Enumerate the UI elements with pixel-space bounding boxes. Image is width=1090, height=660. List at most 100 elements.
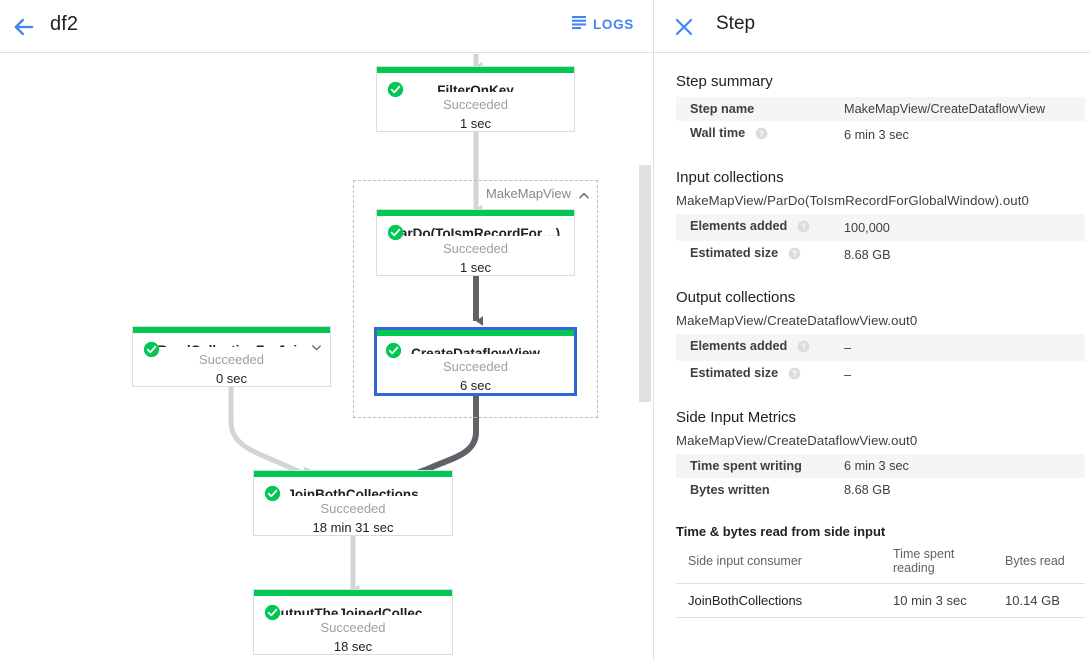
node-status: Succeeded [442,241,509,256]
side-input-read-title: Time & bytes read from side input [676,524,886,539]
node-time: 1 sec [459,116,492,131]
table-header-row: Side input consumer Time spent reading B… [676,543,1085,584]
panel-body: Step summary Step name MakeMapView/Creat… [654,53,1090,659]
node-status-bar [377,330,574,336]
row-value: – [844,340,852,355]
svg-text:?: ? [792,369,797,378]
node-read-collection-for-join[interactable]: ReadCollectionForJoin Succeeded 0 sec [132,326,331,387]
canvas-scrollbar-thumb[interactable] [639,165,651,402]
help-circle-icon[interactable]: ? [788,247,801,263]
row-label: Estimated size ? [676,241,844,268]
chevron-down-icon[interactable] [310,341,323,359]
svg-text:?: ? [759,129,764,138]
table-row: Elements added ? 100,000 [676,214,1085,241]
row-label: Elements added ? [676,214,844,241]
node-status-bar [377,67,574,73]
row-label-text: Step name [690,102,755,116]
node-status-bar [254,471,452,477]
row-value: MakeMapView/CreateDataflowView [844,102,1046,116]
row-value: 100,000 [844,220,890,235]
check-circle-icon [264,485,281,502]
row-value: 8.68 GB [844,247,891,262]
help-circle-icon[interactable]: ? [797,340,810,356]
node-join-both-collections[interactable]: JoinBothCollections Succeeded 18 min 31 … [253,470,453,536]
row-label-text: Estimated size [690,366,779,380]
row-value: 6 min 3 sec [844,459,909,473]
side-input-read-table: Side input consumer Time spent reading B… [676,543,1085,618]
node-status-bar [254,590,452,596]
row-label-text: Time spent writing [690,459,802,473]
cell-time-spent-reading: 10 min 3 sec [881,583,993,618]
node-time: 18 min 31 sec [312,520,394,535]
step-summary-table: Step name MakeMapView/CreateDataflowView… [676,97,1085,148]
help-circle-icon[interactable]: ? [755,127,768,143]
svg-text:?: ? [801,342,806,351]
arrow-left-icon[interactable] [10,13,38,41]
top-bar: df2 LOGS [0,0,652,53]
row-label-text: Wall time [690,126,746,140]
help-circle-icon[interactable]: ? [797,220,810,236]
node-title: OutputTheJoinedCollec… [270,607,436,615]
output-collections-table: Elements added ? – Estimated size ? [676,334,1085,388]
table-row: Step name MakeMapView/CreateDataflowView [676,97,1085,121]
canvas-scrollbar[interactable] [639,54,652,660]
node-status: Succeeded [320,501,386,516]
svg-text:?: ? [801,222,806,231]
svg-text:?: ? [792,249,797,258]
node-status: Succeeded [320,620,386,635]
row-label-text: Elements added [690,339,788,353]
cell-bytes-read: 10.14 GB [993,583,1085,618]
row-label: Elements added ? [676,334,844,361]
side-input-metrics-table: Time spent writing 6 min 3 sec Bytes wri… [676,454,1085,502]
row-label-text: Estimated size [690,246,779,260]
page-title: df2 [50,13,79,35]
column-header-bytes-read: Bytes read [993,543,1085,584]
logs-button-label: LOGS [592,17,634,32]
row-label: Bytes written [676,478,844,502]
row-label-text: Bytes written [690,483,770,497]
table-row: Estimated size ? – [676,361,1085,388]
node-status-bar [377,210,574,216]
node-output-the-joined-collection[interactable]: OutputTheJoinedCollec… Succeeded 18 sec [253,589,453,655]
row-label: Step name [676,97,844,121]
output-collection-name: MakeMapView/CreateDataflowView.out0 [676,313,918,328]
row-label: Estimated size ? [676,361,844,388]
input-collections-table: Elements added ? 100,000 Estimated size [676,214,1085,268]
node-create-dataflow-view[interactable]: CreateDataflowView Succeeded 6 sec [374,327,577,396]
node-time: 6 sec [459,378,492,393]
section-title-step-summary: Step summary [676,73,773,90]
node-time: 18 sec [333,639,373,654]
table-row: Bytes written 8.68 GB [676,478,1085,502]
group-makemapview[interactable]: MakeMapView [353,180,598,418]
logs-list-icon [571,14,587,35]
section-title-output-collections: Output collections [676,289,796,306]
cell-side-input-consumer: JoinBothCollections [676,583,881,618]
row-label: Wall time ? [676,121,844,148]
node-pardo-toismrecord[interactable]: ParDo(ToIsmRecordFor…) Succeeded 1 sec [376,209,575,276]
table-row: Elements added ? – [676,334,1085,361]
group-label: MakeMapView [485,186,571,201]
pipeline-graph-canvas[interactable]: MakeMapView FilterOnKey Succeeded [0,54,652,660]
chevron-up-icon[interactable] [577,189,591,208]
table-row: Wall time ? 6 min 3 sec [676,121,1085,148]
help-circle-icon[interactable]: ? [788,367,801,383]
node-title: CreateDataflowView [411,347,540,354]
logs-button[interactable]: LOGS [571,14,634,35]
node-filter-on-key[interactable]: FilterOnKey Succeeded 1 sec [376,66,575,132]
check-circle-icon [264,604,281,621]
node-status-bar [133,327,330,333]
table-row: Estimated size ? 8.68 GB [676,241,1085,268]
node-title: JoinBothCollections [287,488,419,496]
input-collection-name: MakeMapView/ParDo(ToIsmRecordForGlobalWi… [676,193,1029,208]
row-value: 6 min 3 sec [844,127,909,142]
column-header-time-spent-reading: Time spent reading [881,543,993,584]
node-status: Succeeded [442,359,509,374]
close-icon[interactable] [671,14,697,40]
check-circle-icon [385,342,402,359]
panel-title: Step [716,13,756,34]
graph-pane: df2 LOGS [0,0,652,660]
check-circle-icon [143,341,160,358]
node-status: Succeeded [442,97,509,112]
row-value: – [844,367,852,382]
